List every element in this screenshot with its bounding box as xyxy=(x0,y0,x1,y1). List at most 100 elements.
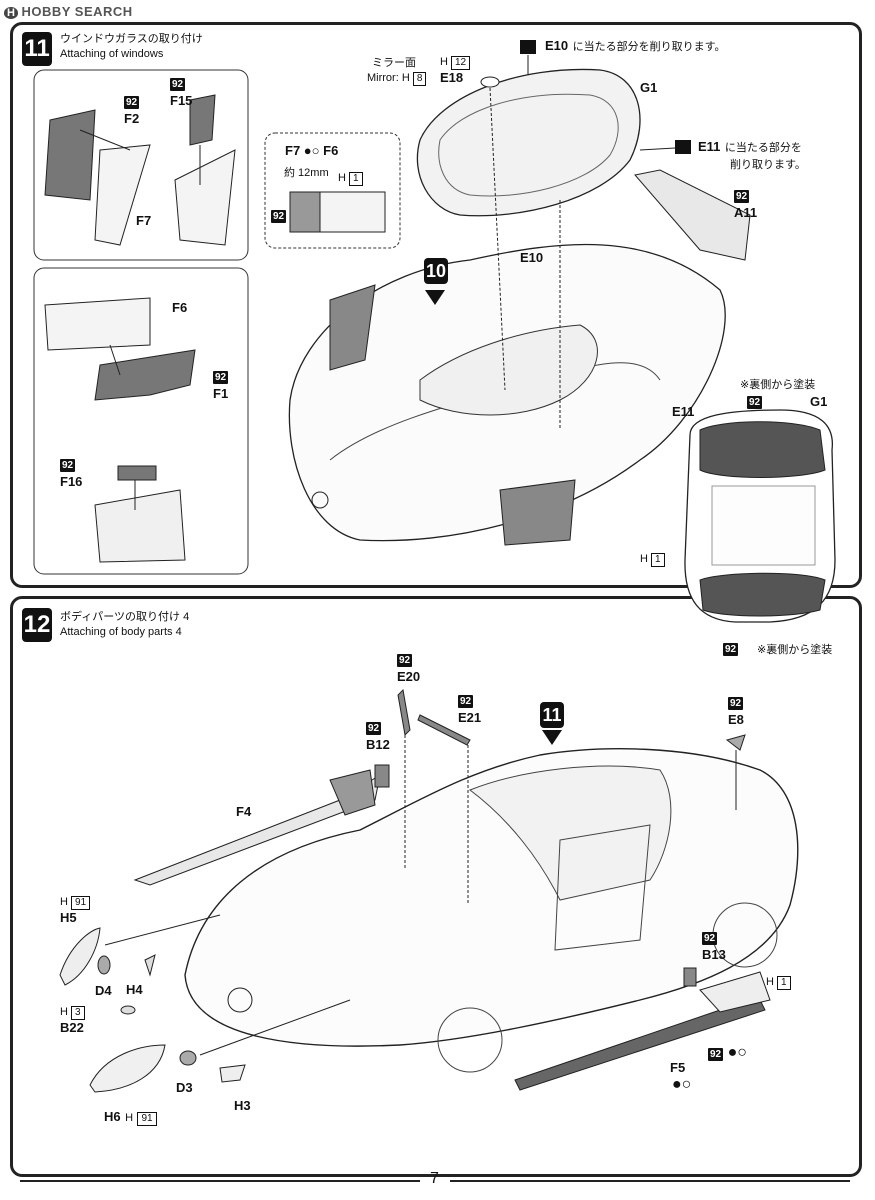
e11-note-text-2: 削り取ります。 xyxy=(730,159,806,171)
inset-h-num: 1 xyxy=(651,553,665,567)
h1-ref-label: H xyxy=(766,976,774,988)
part-e21-wiper xyxy=(417,714,471,746)
detail-header: F7 ●○ F6 xyxy=(285,143,338,158)
e10-note-group: E10 に当たる部分を削り取ります。 xyxy=(545,37,726,55)
g1-inset-center xyxy=(711,485,816,566)
e10-note-text: に当たる部分を削り取ります。 xyxy=(572,41,726,53)
label-g1-inset: G1 xyxy=(810,394,828,409)
ref-step-11: 11 xyxy=(540,702,564,728)
detail-label-f7: F7 xyxy=(285,143,301,158)
label-f1: F1 xyxy=(213,386,229,401)
label-f16-group: 92 F16 xyxy=(60,455,82,491)
label-d3: D3 xyxy=(176,1080,193,1095)
label-a11-group: 92 A11 xyxy=(734,186,757,222)
paint-code-b12: 92 xyxy=(366,722,382,735)
paint-code-e20: 92 xyxy=(397,654,413,667)
part-h5 xyxy=(59,927,101,986)
step-11-title-en: Attaching of windows xyxy=(60,48,164,60)
ref-step-10: 10 xyxy=(424,258,448,284)
label-e20-group: 92 E20 xyxy=(397,650,420,686)
paint-code-e21: 92 xyxy=(458,695,474,708)
part-e18-mirror xyxy=(480,76,500,88)
label-h3: H3 xyxy=(234,1098,251,1113)
paint-code-detail: 92 xyxy=(271,210,287,223)
label-f15: F15 xyxy=(170,93,193,108)
car-roof-window xyxy=(468,765,672,901)
label-f1-group: 92 F1 xyxy=(213,367,228,403)
part-f15 xyxy=(189,94,216,146)
label-f7: F7 xyxy=(136,213,152,228)
h1-ref-group: H 1 xyxy=(766,976,791,990)
paint-code-inset-bottom: 92 xyxy=(723,643,739,656)
arrow-f2-f7 xyxy=(79,129,131,151)
part-e20-wiper xyxy=(397,688,411,737)
h6-group: H6 H 91 xyxy=(104,1108,157,1126)
part-a11 xyxy=(634,169,751,261)
step-11-title-jp: ウインドウガラスの取り付け xyxy=(60,33,203,45)
arrow-e11 xyxy=(639,147,676,151)
step-12-title-jp: ボディパーツの取り付け 4 xyxy=(60,611,190,623)
h6-ref-label: H xyxy=(125,1112,134,1124)
label-e20: E20 xyxy=(397,669,421,684)
join-icon-f5: ●○ xyxy=(727,1044,747,1061)
part-b12 xyxy=(374,764,390,788)
label-h6: H6 xyxy=(104,1109,121,1124)
mirror-h8-num: 8 xyxy=(412,72,427,86)
part-f5-end xyxy=(699,971,771,1013)
h5-ref-num: 91 xyxy=(71,896,91,910)
inset-h-label: H xyxy=(640,553,648,565)
part-h6 xyxy=(89,1044,166,1093)
arrow-h5 xyxy=(104,914,221,946)
car-door-window xyxy=(554,824,651,951)
e11-note-text-1: に当たる部分を xyxy=(724,142,802,154)
part-b22 xyxy=(120,1005,136,1015)
h1-ref-num: 1 xyxy=(777,976,791,990)
label-f15-group: 92 F15 xyxy=(170,74,192,110)
paint-code-inset-top: 92 xyxy=(747,396,763,409)
detail-h-num: 1 xyxy=(349,172,363,186)
label-f4: F4 xyxy=(236,804,252,819)
part-f16 xyxy=(117,465,157,481)
h5-ref-group: H 91 xyxy=(60,896,91,910)
label-b13: B13 xyxy=(702,947,726,962)
f5-paint-group: 92 ●○ xyxy=(708,1044,747,1062)
paint-code-e8: 92 xyxy=(728,697,744,710)
label-f6: F6 xyxy=(172,300,188,315)
part-b13 xyxy=(683,967,697,987)
label-h4: H4 xyxy=(126,982,143,997)
paint-code-f1: 92 xyxy=(213,371,229,384)
paint-code-f16: 92 xyxy=(60,459,76,472)
label-b12-group: 92 B12 xyxy=(366,718,390,754)
file-icon-e10 xyxy=(520,40,536,54)
window-g1 xyxy=(416,68,641,217)
page-footer-rule xyxy=(20,1180,420,1182)
ref-arrow-11 xyxy=(542,730,562,745)
label-b12: B12 xyxy=(366,737,390,752)
part-f7 xyxy=(94,144,151,246)
step-12-title-en: Attaching of body parts 4 xyxy=(60,626,182,638)
label-b13-group: 92 B13 xyxy=(702,928,726,964)
mirror-h12-group: H 12 xyxy=(440,56,471,70)
window-inset-box xyxy=(33,69,249,261)
front-wheel-arch xyxy=(437,1007,503,1073)
h5-ref-label: H xyxy=(60,896,68,908)
join-icon: ●○ xyxy=(303,143,320,158)
step-11-number: 11 xyxy=(22,32,52,66)
logo-icon: H xyxy=(4,7,19,19)
mercedes-emblem-icon xyxy=(227,987,253,1013)
label-b22: B22 xyxy=(60,1020,84,1035)
part-h4 xyxy=(144,954,156,977)
part-d3 xyxy=(179,1050,197,1066)
b22-ref-num: 3 xyxy=(71,1006,85,1020)
h6-ref-num: 91 xyxy=(137,1112,157,1126)
detail-h1-group: H 1 xyxy=(338,172,363,186)
label-g1: G1 xyxy=(640,80,658,95)
page-footer-rule-right xyxy=(450,1180,850,1182)
watermark-text: HOBBY SEARCH xyxy=(21,4,133,19)
detail-dark-part xyxy=(289,191,321,233)
b22-ref-label: H xyxy=(60,1006,68,1018)
rear-window-inset-box xyxy=(33,267,249,575)
part-f6 xyxy=(44,297,151,351)
